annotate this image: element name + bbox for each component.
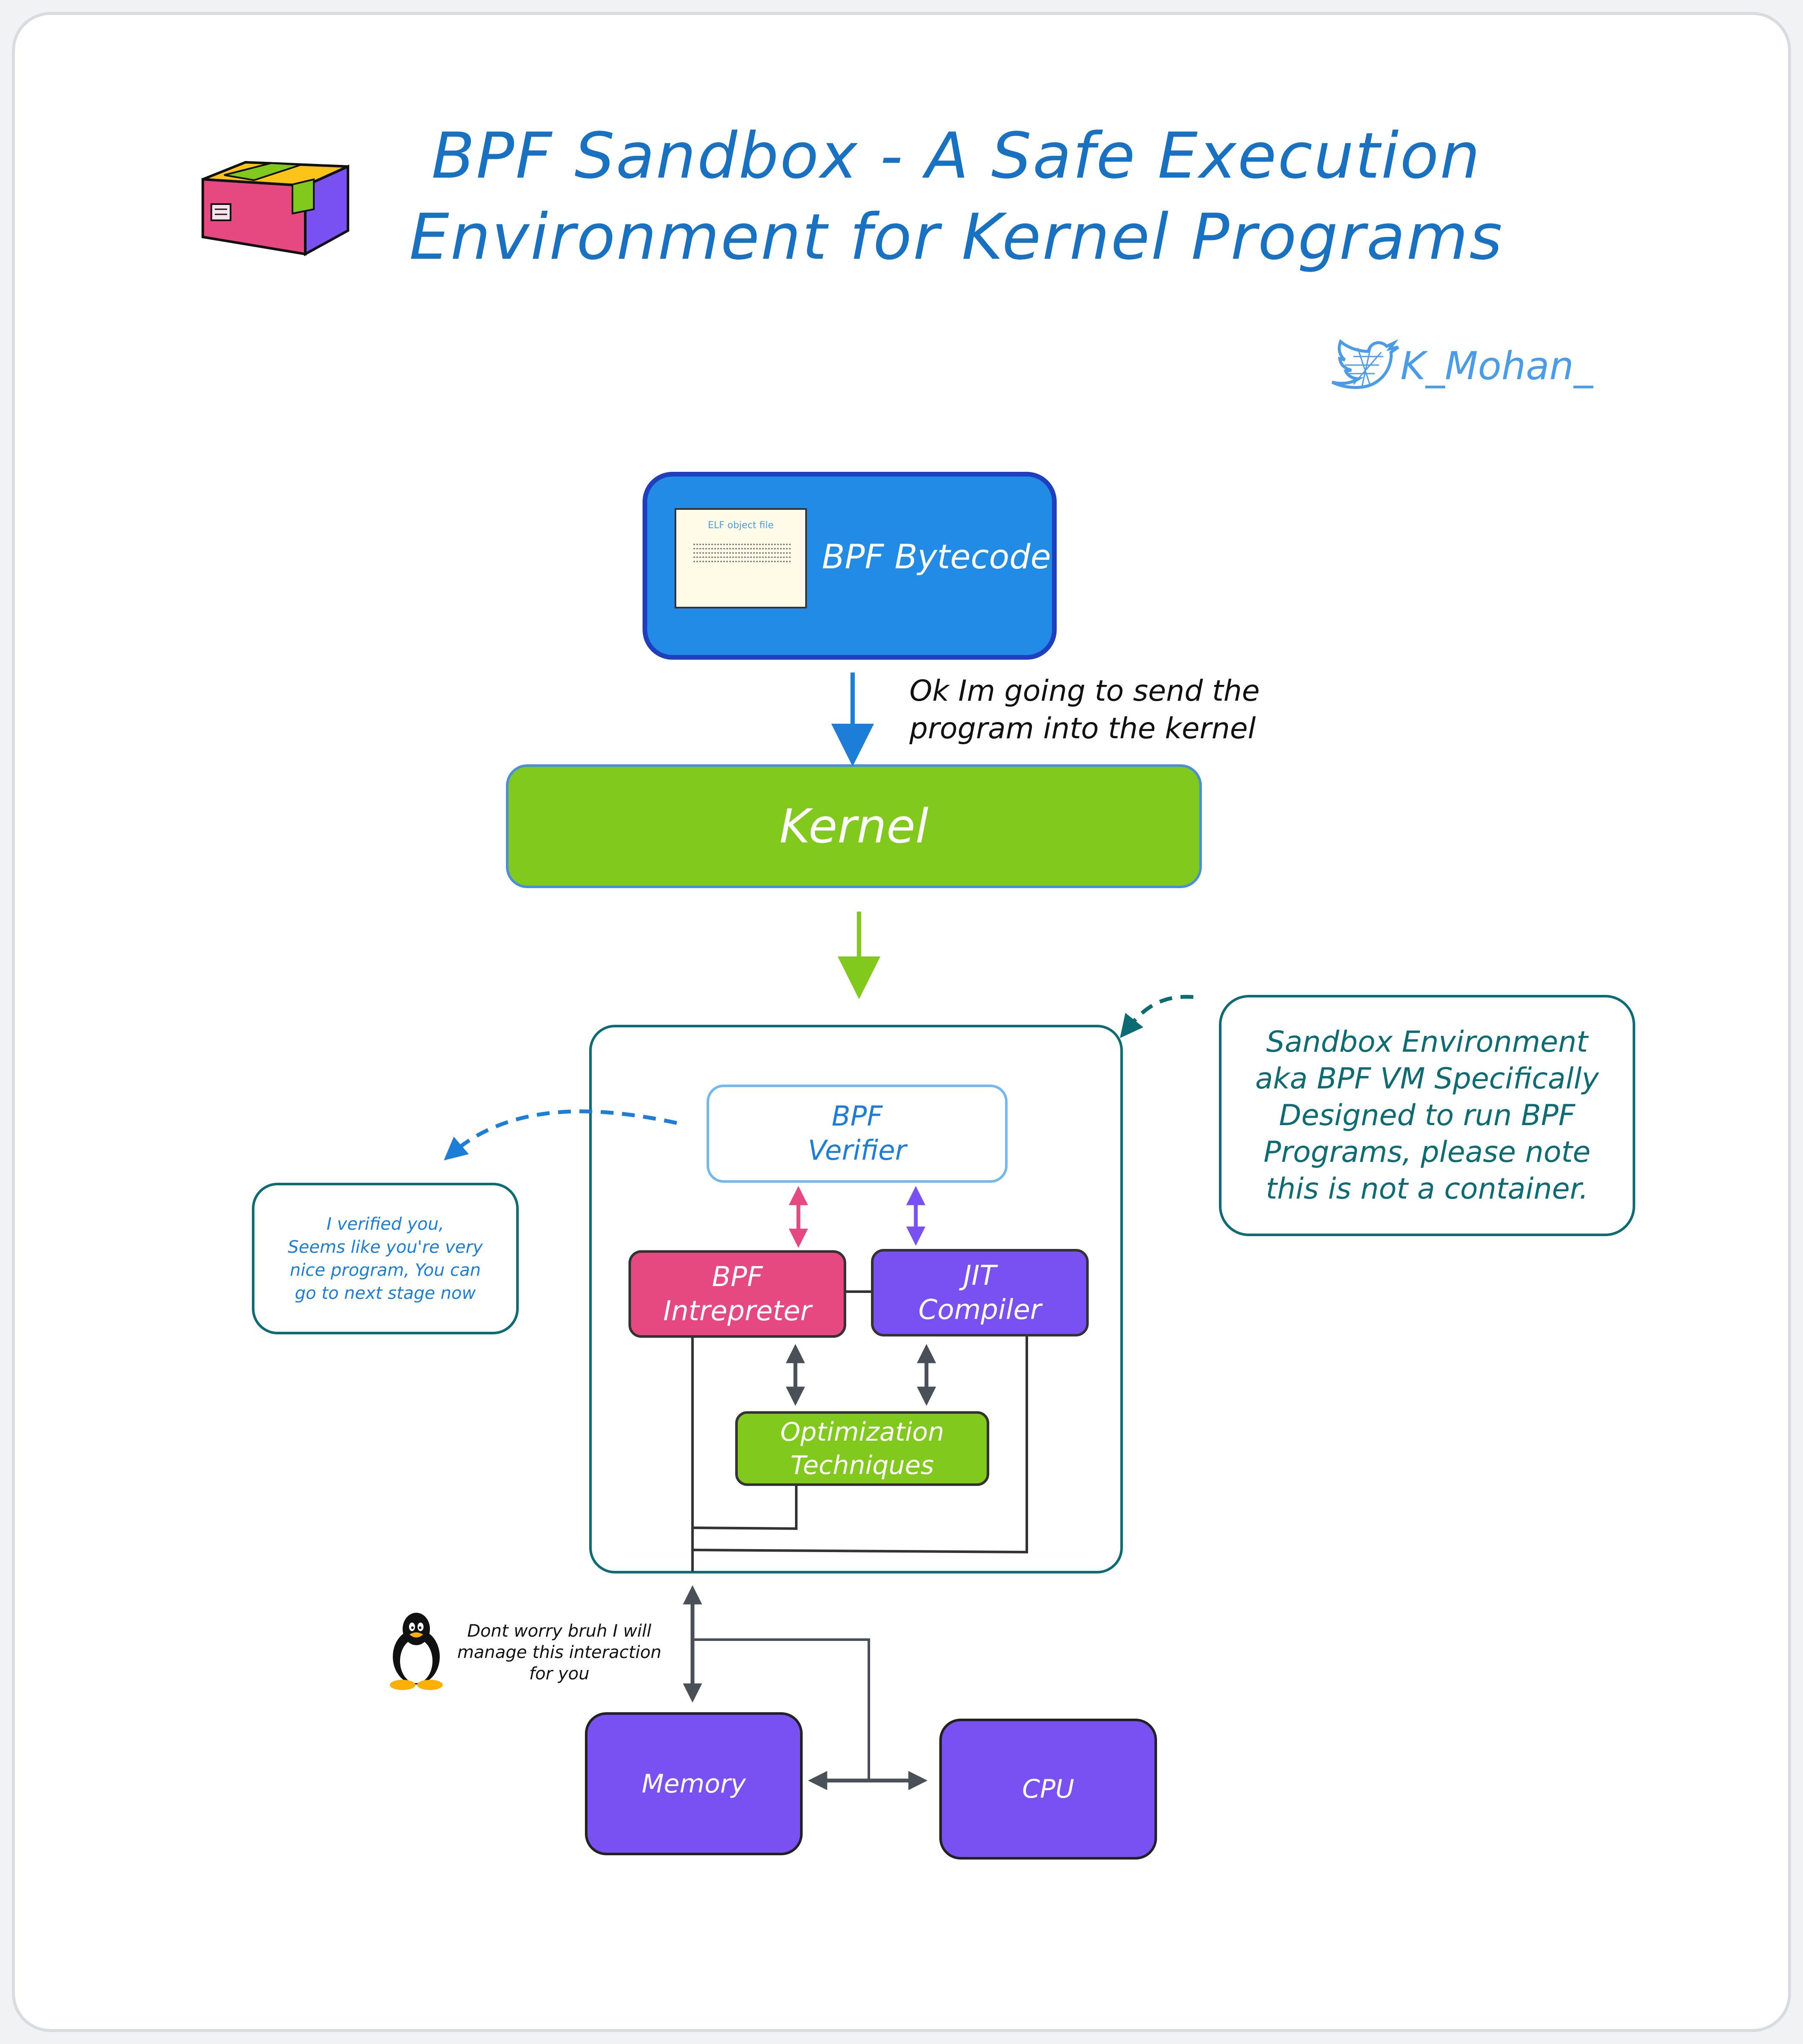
sandbox-to-hardware-arrows — [683, 1585, 928, 1790]
sandbox-internal-wiring — [691, 1336, 1028, 1571]
kernel-box: Kernel — [506, 764, 1202, 888]
tux-penguin-icon — [390, 1613, 443, 1690]
elf-object-file-title: ELF object file — [707, 520, 774, 531]
bpf-verifier-box: BPF Verifier — [707, 1085, 1008, 1183]
elf-object-file-thumbnail: ELF object file — [675, 508, 807, 608]
sandbox-note: Sandbox Environment aka BPF VM Specifica… — [1219, 995, 1635, 1236]
twitter-bird-icon — [1331, 339, 1400, 389]
package-box-icon — [202, 161, 349, 257]
tux-note: Dont worry bruh I will manage this inter… — [457, 1621, 662, 1684]
elf-hex-dump — [693, 544, 792, 562]
sandbox-container — [589, 1025, 1123, 1573]
verifier-note-pointer — [444, 1109, 677, 1161]
verified-note: I verified you, Seems like you're very n… — [252, 1183, 519, 1334]
bpf-bytecode-label: BPF Bytecode — [822, 538, 1051, 576]
bpf-interpreter-box: BPF Intrepreter — [628, 1250, 846, 1338]
jit-compiler-box: JIT Compiler — [871, 1249, 1089, 1336]
send-program-note: Ok Im going to send the program into the… — [909, 674, 1260, 746]
twitter-handle[interactable]: K_Mohan_ — [1400, 344, 1593, 389]
page-title: BPF Sandbox - A Safe Execution Environme… — [409, 119, 1504, 274]
sandbox-note-pointer — [1120, 994, 1194, 1038]
memory-box: Memory — [585, 1712, 803, 1855]
optimization-techniques-box: Optimization Techniques — [735, 1411, 989, 1486]
cpu-box: CPU — [939, 1719, 1157, 1860]
